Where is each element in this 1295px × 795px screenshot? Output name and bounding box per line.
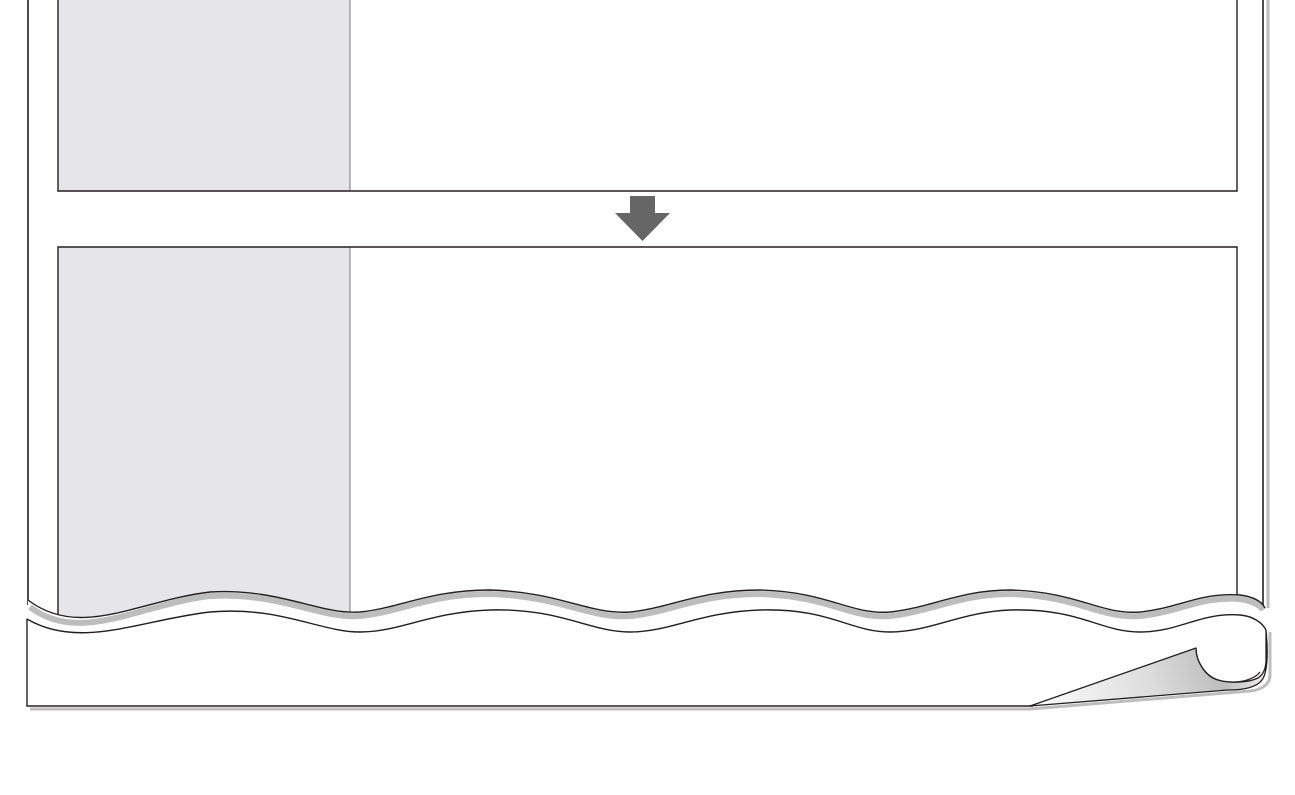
upper-panel-sidebar	[58, 0, 350, 191]
down-arrow-icon	[615, 196, 670, 241]
upper-panel	[57, 0, 1238, 192]
page-frame	[27, 0, 1270, 608]
lower-panel	[57, 246, 1238, 617]
lower-panel-sidebar	[58, 247, 350, 617]
page-curl-corner	[1029, 629, 1268, 707]
page-bottom-strip	[26, 609, 1272, 711]
